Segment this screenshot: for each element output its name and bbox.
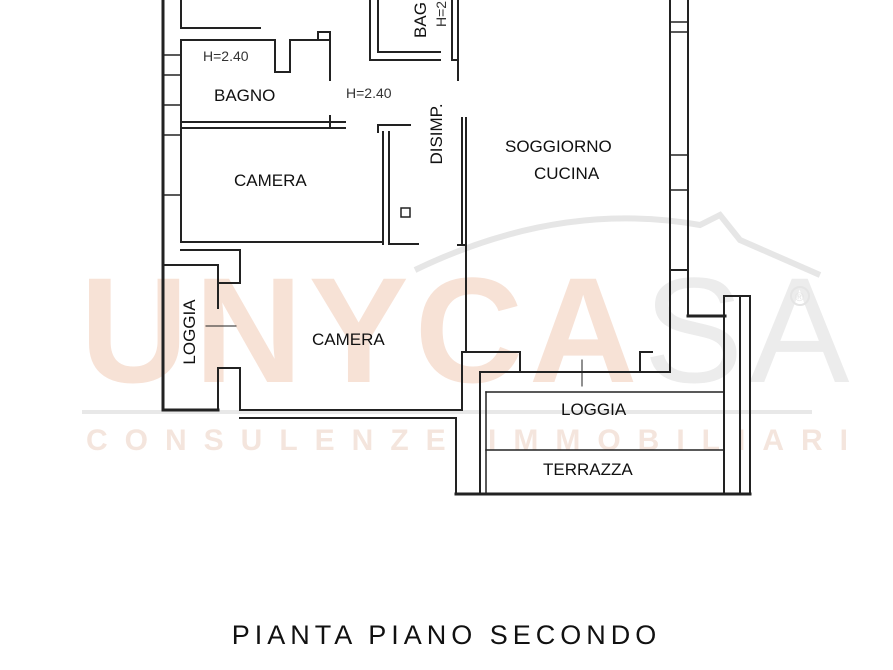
room-label-camera-1: CAMERA — [234, 171, 307, 190]
room-label-camera-2: CAMERA — [312, 330, 385, 349]
fixture-square — [400, 207, 411, 218]
room-label-bagno: BAGNO — [214, 86, 276, 105]
height-label-bagno-top: H=2 — [433, 0, 449, 28]
plan-title: PIANTA PIANO SECONDO — [231, 620, 662, 650]
watermark-roof — [413, 211, 822, 278]
watermark-registered-mark — [790, 286, 810, 306]
watermark-tagline: CONSULENZE IMMOBILIARI — [86, 424, 865, 457]
room-label-soggiorno: SOGGIORNO — [505, 137, 612, 156]
room-label-disimp: DISIMP. — [427, 103, 446, 165]
room-label-loggia-left: LOGGIA — [180, 299, 199, 365]
height-label-bagno: H=2.40 — [203, 48, 249, 64]
height-label-disimp: H=2.40 — [346, 85, 392, 101]
room-label-terrazza: TERRAZZA — [543, 460, 633, 479]
room-label-bagno-top: BAG — [411, 2, 430, 38]
room-label-loggia-right: LOGGIA — [561, 400, 627, 419]
room-label-cucina: CUCINA — [534, 164, 600, 183]
watermark-logo: UNYCASA — [80, 246, 856, 414]
watermark-registered-symbol: ® — [795, 290, 804, 304]
